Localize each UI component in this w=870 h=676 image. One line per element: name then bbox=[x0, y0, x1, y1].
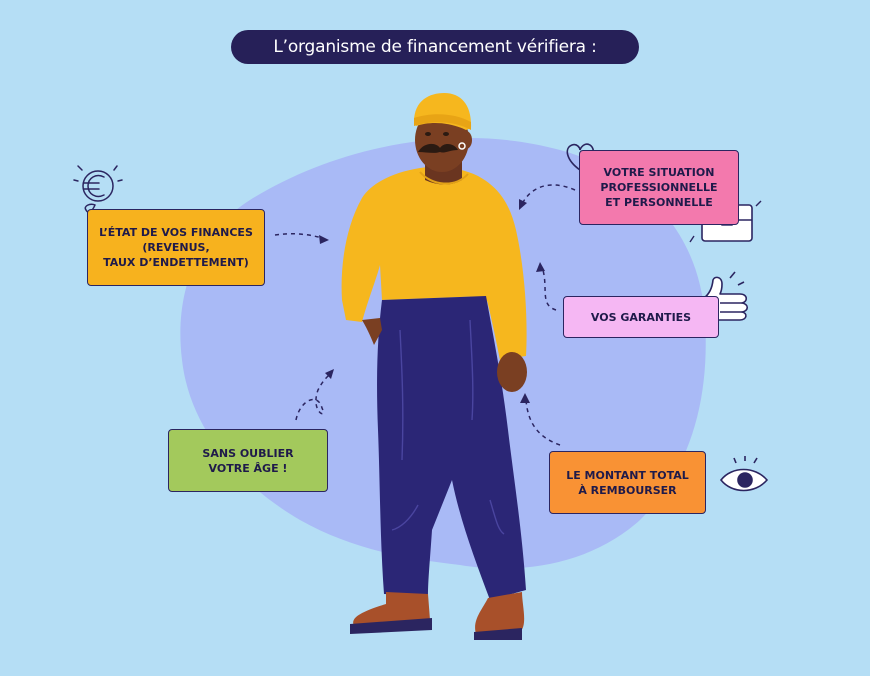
arrowhead-garanties bbox=[536, 262, 545, 272]
sweater bbox=[341, 166, 527, 360]
arrows bbox=[274, 184, 576, 446]
shoe-right bbox=[475, 592, 525, 634]
card-age: Sans oublier votre âge ! bbox=[168, 429, 328, 492]
arrowhead-age bbox=[325, 369, 334, 379]
earring bbox=[458, 142, 466, 150]
arrow-situation bbox=[521, 184, 576, 205]
eye-left bbox=[425, 132, 431, 136]
mustache bbox=[418, 143, 458, 153]
pants-crease-3 bbox=[391, 504, 419, 531]
collar bbox=[419, 171, 469, 185]
beanie-fold bbox=[414, 114, 471, 130]
euro-coin-icon bbox=[73, 165, 123, 213]
eye-right bbox=[443, 132, 449, 136]
arrow-garanties bbox=[542, 269, 557, 311]
shoe-left bbox=[353, 592, 430, 626]
card-finances: L’état de vos finances (revenus, taux d’… bbox=[87, 209, 265, 286]
card-garanties: Vos garanties bbox=[563, 296, 719, 338]
eye-icon bbox=[719, 456, 769, 492]
pants bbox=[377, 296, 526, 600]
arrowhead-finances bbox=[319, 235, 329, 244]
pants-crease-4 bbox=[489, 499, 505, 535]
character bbox=[341, 93, 527, 640]
card-situation: Votre situation professionnelle et perso… bbox=[579, 150, 739, 225]
page-title: L’organisme de financement vérifiera : bbox=[231, 30, 639, 64]
sole-right bbox=[474, 628, 522, 640]
ear bbox=[460, 131, 472, 149]
hand-right bbox=[497, 352, 527, 392]
arrowhead-montant bbox=[520, 393, 530, 403]
pants-crease-1 bbox=[399, 329, 404, 461]
arrow-heads bbox=[319, 199, 545, 403]
pants-crease-2 bbox=[469, 319, 474, 421]
sole-left bbox=[350, 618, 432, 634]
arrowhead-situation bbox=[519, 199, 527, 210]
hand-left bbox=[362, 318, 382, 345]
card-montant: Le montant total à rembourser bbox=[549, 451, 706, 514]
arrow-finances bbox=[274, 233, 323, 239]
arrow-age bbox=[295, 373, 331, 421]
